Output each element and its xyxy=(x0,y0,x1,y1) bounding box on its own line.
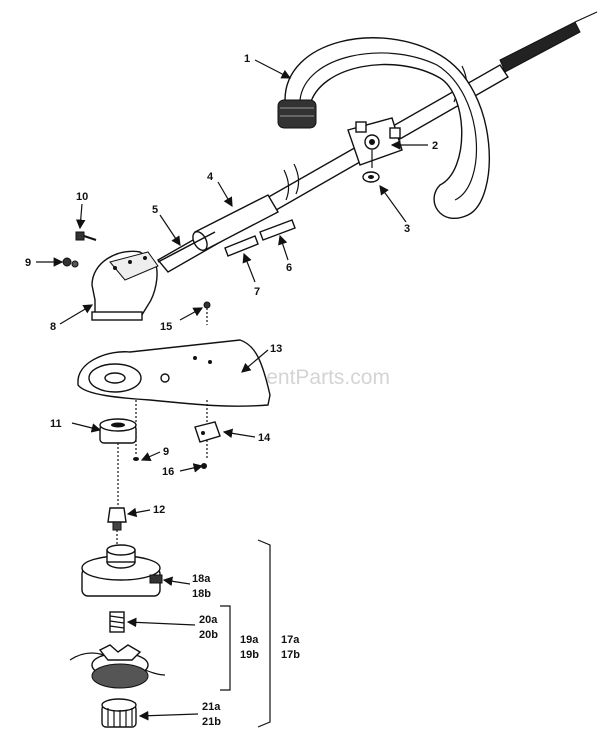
callout-14: 14 xyxy=(258,432,271,444)
callout-labels: 1 2 3 4 5 6 7 8 9 10 15 13 11 14 9 16 12… xyxy=(25,53,438,728)
callout-21a: 21a xyxy=(202,701,221,713)
label-strip-6 xyxy=(259,219,296,241)
handle-clamp xyxy=(347,117,403,166)
gear-housing xyxy=(91,250,159,321)
leader-lines xyxy=(36,59,428,721)
bump-knob xyxy=(101,698,137,728)
callout-16: 16 xyxy=(162,466,174,478)
callout-9a: 9 xyxy=(25,257,31,269)
callout-3: 3 xyxy=(404,223,410,235)
loop-handle xyxy=(277,37,490,220)
callout-17b: 17b xyxy=(281,649,300,661)
label-strip-7 xyxy=(224,235,259,257)
callout-18a: 18a xyxy=(192,573,211,585)
assembly-brackets xyxy=(220,539,271,728)
callout-13: 13 xyxy=(270,343,282,355)
callout-17a: 17a xyxy=(281,634,300,646)
callout-7: 7 xyxy=(254,286,260,298)
callout-8: 8 xyxy=(50,321,56,333)
shaft-sleeve xyxy=(192,194,279,251)
lower-washer xyxy=(133,457,139,461)
spool-spring xyxy=(109,611,125,633)
housing-screw-small xyxy=(62,257,79,268)
callout-19b: 19b xyxy=(240,649,259,661)
housing-screw xyxy=(75,231,97,241)
callout-5: 5 xyxy=(152,204,158,216)
drive-cable xyxy=(157,231,216,263)
clamp-nut xyxy=(362,150,380,183)
arbor-bolt xyxy=(107,507,127,548)
spool-housing xyxy=(81,544,163,597)
bearing xyxy=(99,418,137,505)
callout-18b: 18b xyxy=(192,588,211,600)
grass-shield xyxy=(77,339,271,407)
callout-6: 6 xyxy=(286,262,292,274)
callout-12: 12 xyxy=(153,504,165,516)
callout-20a: 20a xyxy=(199,614,218,626)
callout-4: 4 xyxy=(207,171,214,183)
callout-9b: 9 xyxy=(163,446,169,458)
callout-20b: 20b xyxy=(199,629,218,641)
callout-21b: 21b xyxy=(202,716,221,728)
callout-1: 1 xyxy=(244,53,250,65)
shield-clip xyxy=(194,421,221,443)
callout-19a: 19a xyxy=(240,634,259,646)
trimmer-spool xyxy=(69,644,166,689)
callout-2: 2 xyxy=(432,140,438,152)
callout-10: 10 xyxy=(76,191,88,203)
callout-11: 11 xyxy=(50,418,62,430)
callout-15: 15 xyxy=(160,321,172,333)
